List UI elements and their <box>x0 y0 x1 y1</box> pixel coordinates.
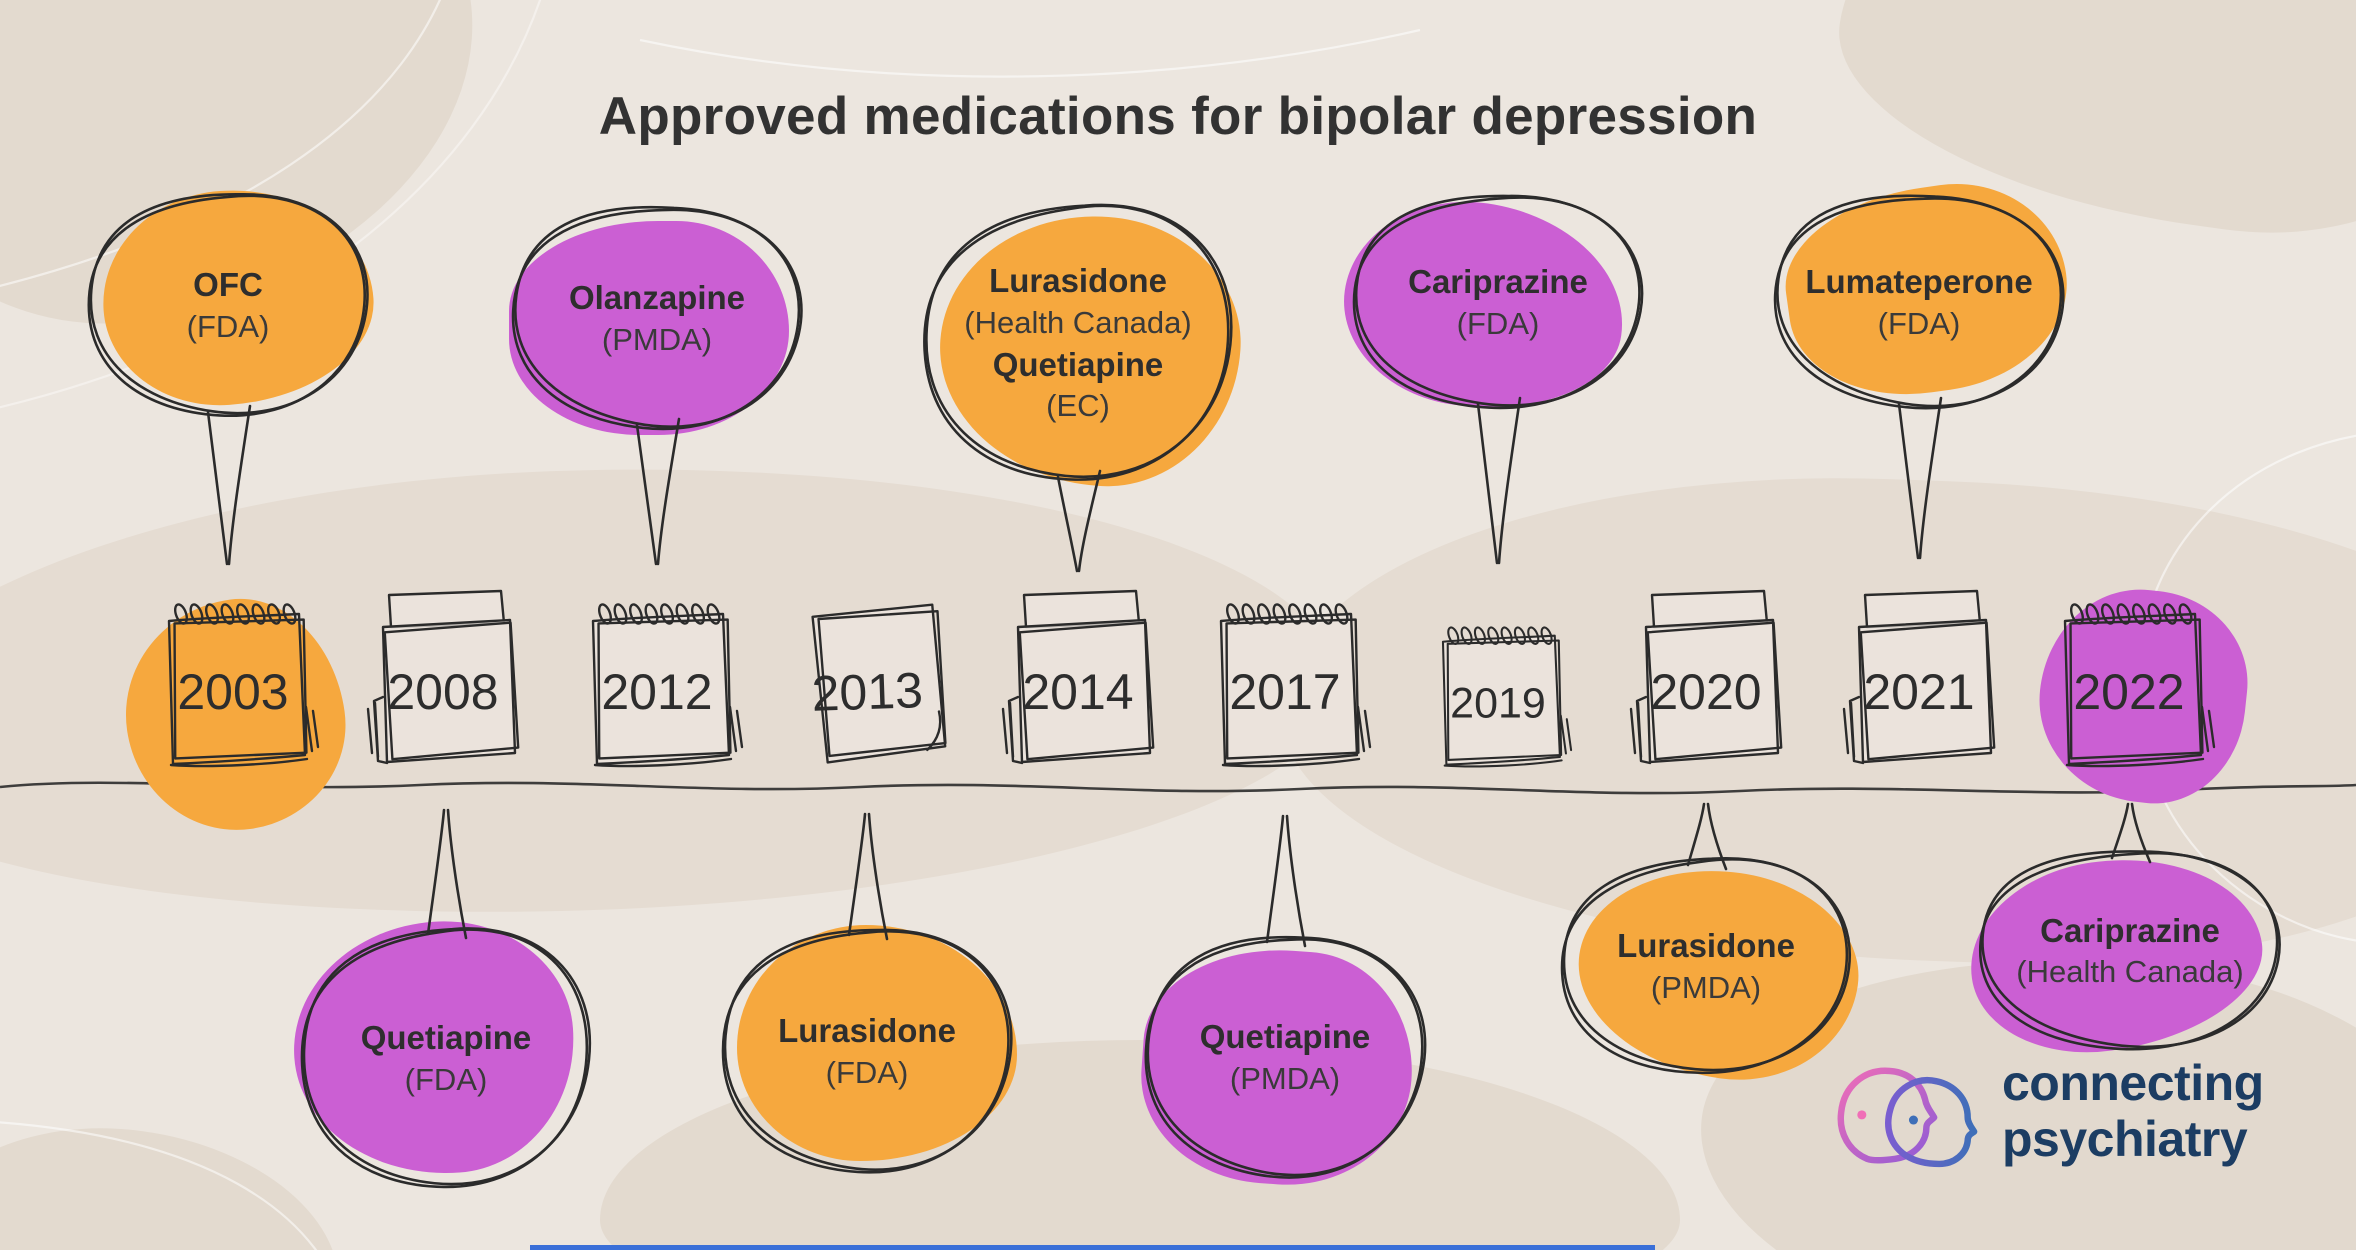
event-bubble-2012-olanzapine: Olanzapine (PMDA) <box>507 203 807 568</box>
medication-name: Cariprazine <box>1408 263 1588 301</box>
calendar-2008: 2008 <box>353 565 533 805</box>
bubble-text: Olanzapine (PMDA) <box>507 203 807 433</box>
event-bubble-2014-lurasidone-quetiapine: Lurasidone (Health Canada) Quetiapine (E… <box>918 200 1250 575</box>
calendar-sketch <box>1219 603 1372 768</box>
bubble-fill <box>509 221 789 435</box>
two-profiles-logo-icon <box>1837 1067 1978 1168</box>
event-bubble-2017-quetiapine: Quetiapine (PMDA) <box>1134 812 1430 1194</box>
medication-name: Quetiapine <box>1199 1018 1371 1056</box>
bubble-text: OFC (FDA) <box>83 190 373 420</box>
calendar-2021: 2021 <box>1829 565 2009 805</box>
bubble-text: Lurasidone (PMDA) <box>1556 855 1856 1077</box>
event-bubble-2022-cariprazine: Cariprazine (Health Canada) <box>1958 800 2286 1069</box>
year-label-2017: 2017 <box>1229 664 1341 720</box>
calendar-sketch <box>1629 589 1783 765</box>
connecting-psychiatry-logo: connecting psychiatry <box>1822 1040 2264 1182</box>
medication-name: OFC <box>193 266 263 304</box>
agency-label: (PMDA) <box>1650 969 1762 1005</box>
calendar-2022: 2022 <box>2039 565 2219 805</box>
calendar-2013: 2013 <box>773 562 961 808</box>
agency-label: (Health Canada) <box>2016 954 2244 990</box>
agency-label: (FDA) <box>1456 305 1540 341</box>
agency-label: (PMDA) <box>601 321 713 357</box>
bubble-sketch-outline <box>923 203 1233 573</box>
year-label-2013: 2013 <box>810 662 924 722</box>
event-bubble-2020-lurasidone: Lurasidone (PMDA) <box>1556 800 1871 1096</box>
year-label-2014: 2014 <box>1022 664 1134 720</box>
logo-line-2: psychiatry <box>2002 1111 2248 1167</box>
year-label-2021: 2021 <box>1863 664 1975 720</box>
event-bubble-2019-cariprazine: Cariprazine (FDA) <box>1331 185 1648 567</box>
bubble-text: Quetiapine (FDA) <box>296 924 596 1192</box>
bubble-text: Lumateperone (FDA) <box>1769 192 2069 412</box>
bubble-sketch-outline <box>1773 194 2065 560</box>
calendar-2019: 2019 <box>1421 594 1576 800</box>
medication-name: Lumateperone <box>1805 263 2033 301</box>
medication-name: Lurasidone <box>1617 927 1795 965</box>
logo-text: connecting psychiatry <box>2002 1055 2264 1167</box>
year-label-2003: 2003 <box>177 664 289 720</box>
year-label-2012: 2012 <box>601 664 713 720</box>
medication-name: Cariprazine <box>2040 911 2220 949</box>
year-label-2022: 2022 <box>2073 664 2185 720</box>
bubble-text: Lurasidone (FDA) <box>717 925 1017 1177</box>
year-label-2020: 2020 <box>1650 664 1762 720</box>
agency-label: (FDA) <box>825 1054 909 1090</box>
bubble-text: Quetiapine (PMDA) <box>1140 932 1430 1182</box>
calendar-2020: 2020 <box>1616 565 1796 805</box>
calendar-sketch <box>2063 603 2216 768</box>
calendar-sketch <box>591 603 744 768</box>
calendar-2017: 2017 <box>1195 565 1375 805</box>
medication-name: Lurasidone <box>778 1012 956 1050</box>
bubble-sketch-outline <box>1560 802 1852 1075</box>
event-bubble-2008-quetiapine: Quetiapine (FDA) <box>285 806 596 1192</box>
calendar-sketch <box>811 603 947 764</box>
agency-label: (EC) <box>1046 388 1110 424</box>
agency-label: (FDA) <box>186 308 270 344</box>
bottom-accent-line <box>530 1245 1655 1250</box>
timeline-ground-line <box>0 781 2356 795</box>
medication-name: Lurasidone <box>989 262 1167 300</box>
agency-label: (FDA) <box>1877 305 1961 341</box>
calendar-2014: 2014 <box>988 565 1168 805</box>
event-bubble-2013-lurasidone: Lurasidone (FDA) <box>717 810 1017 1177</box>
page-title: Approved medications for bipolar depress… <box>598 87 1758 146</box>
year-label-2008: 2008 <box>387 664 499 720</box>
calendar-2012: 2012 <box>567 565 747 805</box>
bubble-sketch-outline <box>87 193 369 566</box>
medication-name: Quetiapine <box>992 345 1164 383</box>
bubble-sketch-outline <box>721 812 1013 1174</box>
medication-name: Olanzapine <box>568 279 746 317</box>
calendar-sketch <box>1842 589 1996 765</box>
calendar-sketch <box>1001 589 1155 765</box>
year-label-2019: 2019 <box>1450 678 1546 727</box>
event-bubble-2003-ofc: OFC (FDA) <box>83 180 381 568</box>
bubble-text: Cariprazine (Health Canada) <box>1974 848 2286 1053</box>
bubble-fill <box>737 925 1017 1161</box>
calendar-sketch <box>366 589 520 765</box>
agency-label: (Health Canada) <box>964 304 1192 340</box>
agency-label: (FDA) <box>404 1061 488 1097</box>
bubble-text: Cariprazine (FDA) <box>1348 192 1648 412</box>
calendar-2003: 2003 <box>143 565 323 805</box>
bubble-sketch-outline <box>1144 814 1427 1179</box>
bubble-sketch-outline <box>300 808 592 1189</box>
bubble-text: Lurasidone (Health Canada) Quetiapine (E… <box>918 200 1238 485</box>
bubble-sketch-outline <box>1352 194 1644 565</box>
event-bubble-2021-lumateperone: Lumateperone (FDA) <box>1769 169 2080 562</box>
logo-line-1: connecting <box>2002 1055 2264 1111</box>
bubble-sketch-outline <box>1978 802 2281 1051</box>
bubble-sketch-outline <box>511 205 803 566</box>
agency-label: (PMDA) <box>1229 1060 1341 1096</box>
calendar-sketch <box>167 603 320 768</box>
medication-name: Quetiapine <box>360 1019 532 1057</box>
calendar-sketch <box>1441 626 1573 768</box>
